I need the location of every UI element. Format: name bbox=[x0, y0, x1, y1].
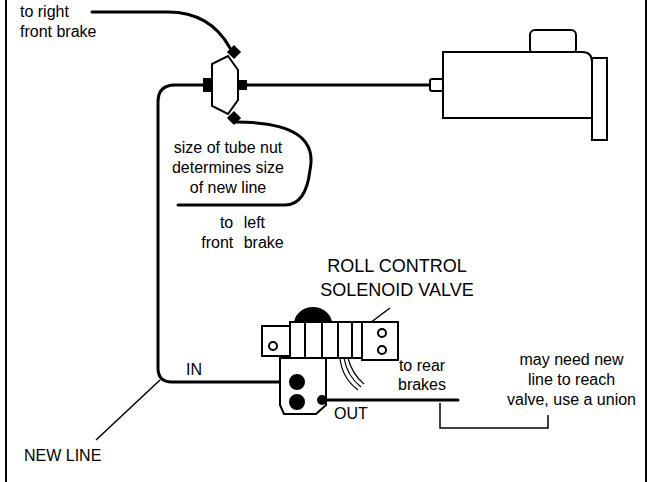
new-line bbox=[158, 85, 290, 382]
part-name: ROLL CONTROL SOLENOID VALVE bbox=[316, 254, 478, 302]
new-line-leader bbox=[96, 380, 160, 440]
right-front-line bbox=[92, 12, 230, 48]
valve-leader bbox=[370, 308, 390, 323]
valve-wires bbox=[340, 358, 364, 390]
port-name: IN bbox=[186, 360, 202, 379]
master-line bbox=[246, 84, 432, 87]
note-text: size of tube nut determines size of new … bbox=[168, 138, 288, 198]
frame bbox=[6, 0, 646, 482]
callout-text: to right front brake bbox=[20, 2, 100, 42]
master-cylinder bbox=[430, 30, 607, 140]
part-name: NEW LINE bbox=[24, 446, 101, 465]
port-name: OUT bbox=[334, 404, 368, 423]
callout-text: to rear brakes bbox=[392, 356, 452, 394]
solenoid-valve bbox=[262, 308, 398, 414]
callout-text: to left front brake bbox=[200, 213, 285, 253]
note-text: may need new line to reach valve, use a … bbox=[506, 350, 637, 410]
distribution-block bbox=[203, 45, 247, 125]
rear-line bbox=[325, 399, 458, 402]
